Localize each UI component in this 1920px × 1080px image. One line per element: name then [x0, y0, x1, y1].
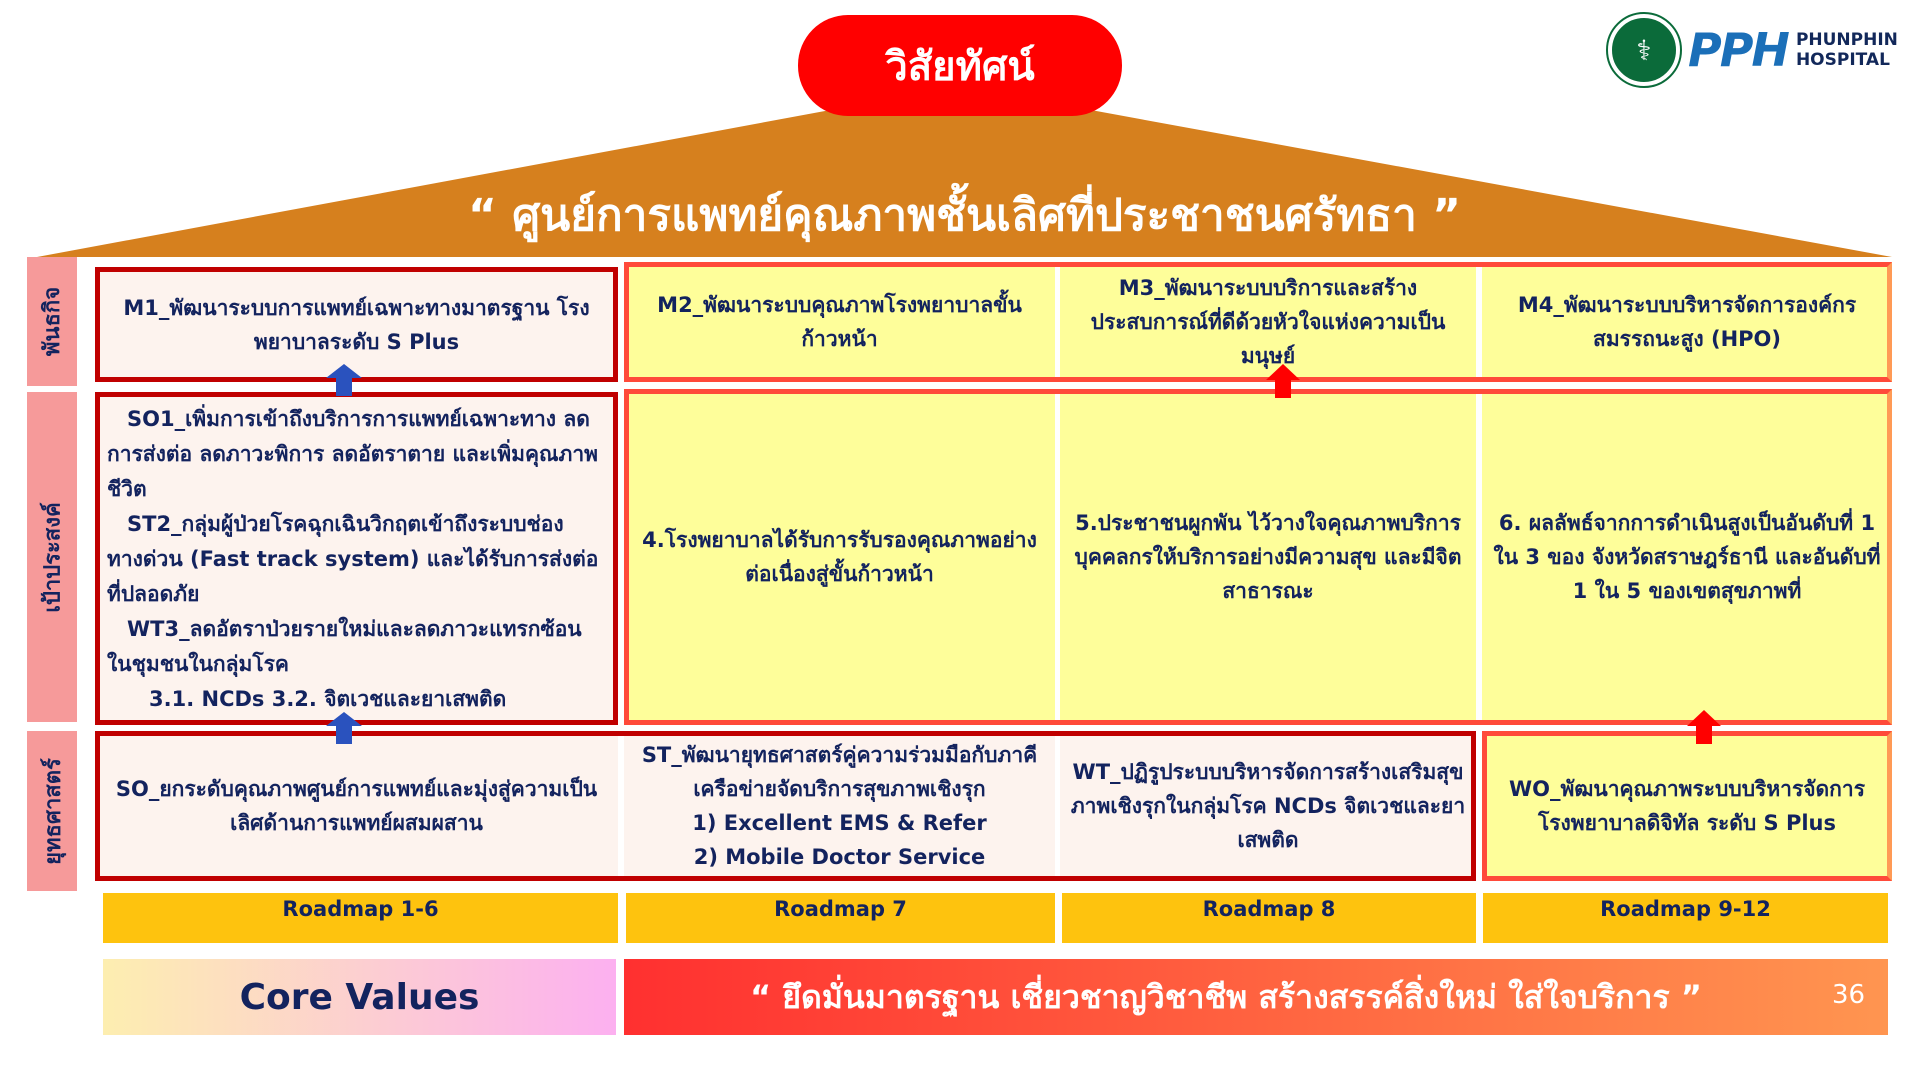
- hospital-logo: ⚕ PPH PHUNPHIN HOSPITAL: [1606, 12, 1898, 88]
- goal-so1: SO1_เพิ่มการเข้าถึงบริการการแพทย์เฉพาะทา…: [107, 407, 598, 501]
- row-label-text: พันธกิจ: [40, 286, 66, 357]
- mission-m1: M1_พัฒนาระบบการแพทย์เฉพาะทางมาตรฐาน โรงพ…: [95, 267, 618, 382]
- goal-wt3: WT3_ลดอัตราป่วยรายใหม่และลดภาวะแทรกซ้อนใ…: [107, 617, 582, 676]
- up-arrow-icon: [326, 364, 362, 396]
- mission-m4: M4_พัฒนาระบบบริหารจัดการองค์กรสมรรถนะสูง…: [1482, 262, 1892, 382]
- roadmap-7: Roadmap 7: [626, 893, 1055, 943]
- ministry-seal-icon: ⚕: [1606, 12, 1682, 88]
- row-label-goals: เป้าประสงค์: [27, 392, 77, 722]
- strategy-wt: WT_ปฏิรูประบบบริหารจัดการสร้างเสริมสุขภา…: [1060, 731, 1476, 881]
- roadmap-1-6: Roadmap 1-6: [103, 893, 618, 943]
- roadmap-8: Roadmap 8: [1062, 893, 1476, 943]
- row-label-mission: พันธกิจ: [27, 257, 77, 386]
- vision-statement: “ ศูนย์การแพทย์คุณภาพชั้นเลิศที่ประชาชนศ…: [467, 190, 1462, 241]
- up-arrow-icon: [326, 712, 362, 744]
- vision-label: วิสัยทัศน์: [798, 15, 1122, 116]
- vision-roof: [37, 86, 1892, 257]
- mission-m2: M2_พัฒนาระบบคุณภาพโรงพยาบาลขั้นก้าวหน้า: [624, 262, 1055, 382]
- strategy-wo: WO_พัฒนาคุณภาพระบบบริหารจัดการโรงพยาบาลด…: [1482, 731, 1892, 881]
- goal-wt3-subitems: 3.1. NCDs 3.2. จิตเวชและยาเสพติด: [149, 687, 507, 711]
- row-label-text: เป้าประสงค์: [40, 501, 66, 613]
- roadmap-9-12: Roadmap 9-12: [1483, 893, 1888, 943]
- strategy-st-title: ST_พัฒนายุทธศาสตร์คู่ความร่วมมือกับภาคีเ…: [641, 743, 1038, 801]
- mission-m3: M3_พัฒนาระบบบริการและสร้างประสบการณ์ที่ด…: [1060, 262, 1476, 382]
- core-values-label: Core Values: [103, 959, 616, 1035]
- goal-6: 6. ผลลัพธ์จากการดำเนินสูงเป็นอันดับที่ 1…: [1482, 389, 1892, 725]
- strategy-st: ST_พัฒนายุทธศาสตร์คู่ความร่วมมือกับภาคีเ…: [624, 731, 1055, 881]
- pph-logo-text: PPH: [1688, 23, 1790, 77]
- strategy-st-item2: 2) Mobile Doctor Service: [693, 845, 986, 869]
- goal-4: 4.โรงพยาบาลได้รับการรับรองคุณภาพอย่างต่อ…: [624, 389, 1055, 725]
- row-label-strategy: ยุทธศาสตร์: [27, 731, 77, 891]
- goal-st2: ST2_กลุ่มผู้ป่วยโรคฉุกเฉินวิกฤตเข้าถึงระ…: [107, 512, 599, 606]
- up-arrow-icon: [1687, 710, 1721, 744]
- up-arrow-icon: [1266, 364, 1300, 398]
- strategy-so: SO_ยกระดับคุณภาพศูนย์การแพทย์และมุ่งสู่ค…: [95, 731, 618, 881]
- page-number: 36: [1832, 980, 1866, 1010]
- goal-5: 5.ประชาชนผูกพัน ไว้วางใจคุณภาพบริการ บุค…: [1060, 389, 1476, 725]
- logo-name-line2: HOSPITAL: [1795, 50, 1890, 70]
- row-label-text: ยุทธศาสตร์: [40, 757, 66, 865]
- core-values-statement: “ ยึดมั่นมาตรฐาน เชี่ยวชาญวิชาชีพ สร้างส…: [624, 959, 1888, 1035]
- strategy-st-item1: 1) Excellent EMS & Refer: [692, 811, 987, 835]
- logo-name-line1: PHUNPHIN: [1795, 30, 1898, 50]
- goals-col1: SO1_เพิ่มการเข้าถึงบริการการแพทย์เฉพาะทา…: [95, 392, 618, 725]
